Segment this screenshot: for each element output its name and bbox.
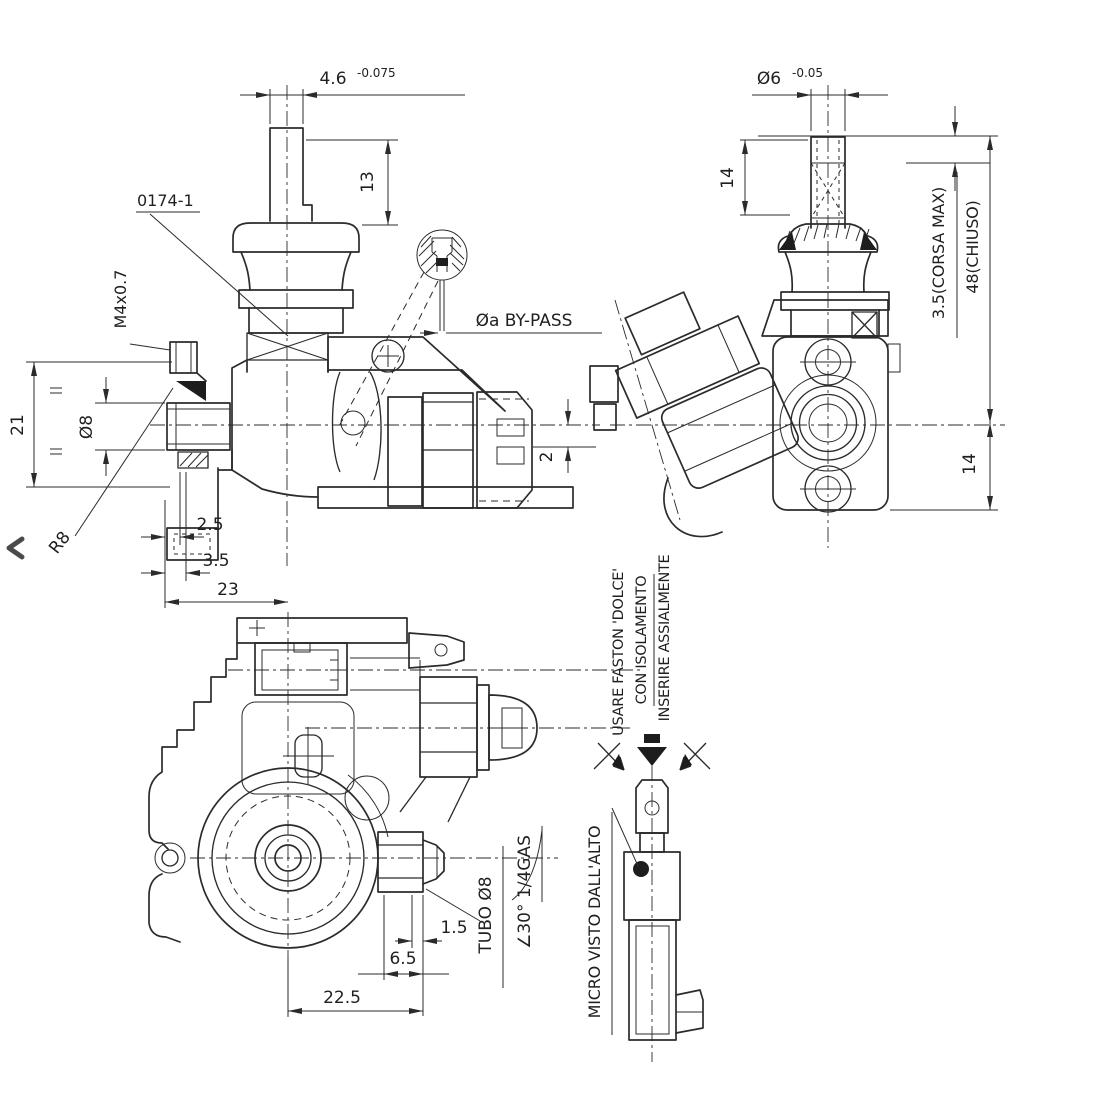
dimension-arrows	[31, 92, 993, 1014]
dim-inlet-diameter: Ø8	[77, 415, 97, 439]
dim-flange-offset: 14	[960, 453, 980, 475]
dim-seal-depth: 2.5	[196, 515, 223, 535]
wrong-direction-right-icon	[679, 742, 711, 771]
faston-note-1: USARE FASTON 'DOLCE'	[611, 568, 627, 736]
micro-caption: MICRO VISTO DALL'ALTO	[585, 826, 604, 1019]
dim-axis-distance: 23	[217, 580, 239, 600]
side-view: Ø6 -0.05 14 3.5(CORSA MAX) 48(CHIUSO) 14	[589, 66, 1005, 548]
dim-body-height: 21	[8, 414, 28, 436]
front-view: 4.6 -0.075 13 0174-1 M4x0.7 21 Ø8 R8 2.5…	[8, 66, 602, 608]
faston-note-3: INSERIRE ASSIALMENTE	[657, 554, 673, 721]
bypass-label: Øa BY-PASS	[476, 311, 573, 331]
dim-stem-height-side: 14	[718, 167, 738, 189]
dim-closed-height: 48(CHIUSO)	[963, 200, 982, 293]
fillet-radius: R8	[45, 528, 75, 558]
wrong-direction-left-icon	[593, 742, 625, 771]
dim-thread-length: 6.5	[389, 949, 416, 969]
dim-stem-diameter: Ø6	[757, 69, 781, 89]
insert-arrow-icon	[637, 747, 667, 766]
faston-note-2: CON ISOLAMENTO	[634, 576, 650, 705]
top-view: 1.5 6.5 22.5 TUBO Ø8 ∠30° 1/4GAS	[148, 612, 640, 1018]
tube-label: TUBO Ø8	[476, 876, 496, 954]
dim-stem-diameter-tol: -0.05	[792, 66, 823, 80]
thread-label: M4x0.7	[111, 270, 130, 329]
previous-arrow[interactable]	[6, 536, 25, 560]
insert-arrow-stem	[644, 734, 660, 743]
dim-overall-length: 22.5	[323, 988, 361, 1008]
part-number: 0174-1	[137, 191, 194, 210]
gas-thread-label: ∠30° 1/4GAS	[515, 835, 535, 949]
dim-outlet-step: 2	[537, 452, 557, 463]
dim-travel: 3.5(CORSA MAX)	[929, 187, 948, 319]
dim-stem-height: 13	[358, 171, 378, 193]
rivet-dot	[633, 861, 649, 877]
dim-stem-width: 4.6	[319, 69, 346, 89]
micro-view: USARE FASTON 'DOLCE' CON ISOLAMENTO INSE…	[585, 554, 711, 1062]
dim-stem-width-tol: -0.075	[357, 66, 396, 80]
dim-tip-length: 1.5	[440, 918, 467, 938]
dim-groove-depth: 3.5	[202, 551, 229, 571]
